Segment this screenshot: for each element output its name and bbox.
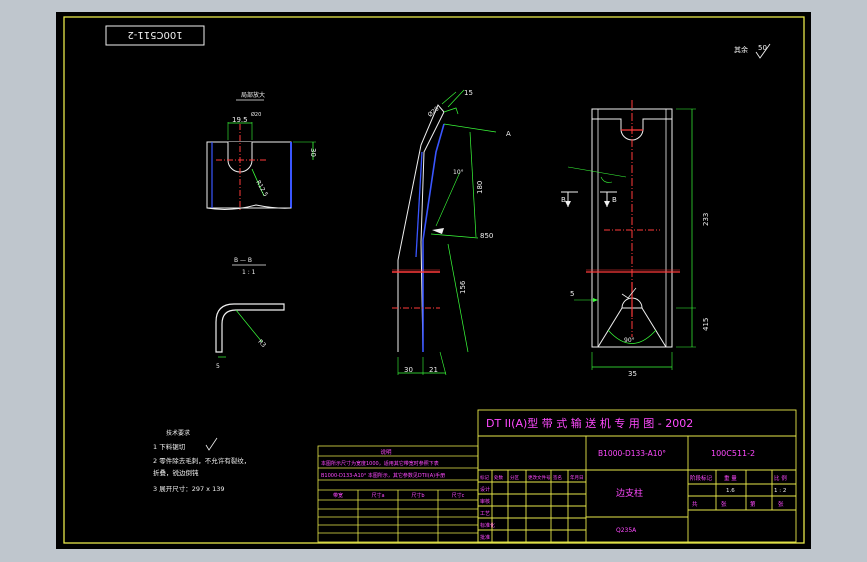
sheet-border (63, 16, 805, 544)
front-view (561, 100, 696, 370)
dim-233: 233 (702, 213, 710, 226)
dim-r20-side: Ø20 (427, 105, 441, 118)
label-b-right: B (612, 196, 617, 204)
roughness-symbol (755, 43, 771, 59)
title-block (477, 409, 797, 543)
part-name: 边支柱 (616, 487, 643, 499)
tech-req-line1: 1 下料锯切 (153, 442, 186, 451)
material: Q235A (616, 527, 637, 534)
side-view (392, 89, 497, 376)
sheet-total: 共 (692, 500, 698, 508)
section-profile (215, 303, 285, 358)
row-label-4: 签名 (553, 474, 562, 481)
detail-view (206, 122, 316, 210)
row-label-5: 年月日 (570, 474, 584, 481)
dim-21: 21 (429, 366, 438, 374)
detail-label: 局部放大 (241, 91, 265, 99)
row-label-1: 处数 (494, 474, 503, 481)
tech-req-line4: 3 展开尺寸：297 x 139 (153, 484, 225, 493)
row-label-2: 分区 (510, 474, 519, 481)
title-spec: B1000-D133-A10° (598, 449, 666, 458)
label-b-left: B (561, 196, 566, 204)
dim-90: 90° (624, 337, 635, 344)
tech-req-line2: 2 零件除去毛刺，不允许有裂纹， (153, 456, 250, 465)
title-main: DT II(A)型 带 式 输 送 机 专 用 图 - 2002 (486, 416, 693, 430)
notes-col-2: 尺寸b (411, 492, 424, 499)
dim-30: 30 (309, 148, 317, 157)
scale-header: 比 例 (774, 474, 787, 482)
tech-req-line3: 折叠，锐边倒钝 (153, 468, 199, 477)
stage-header: 阶段标记 (690, 474, 713, 482)
dim-30-side: 30 (404, 366, 413, 374)
dim-415: 415 (702, 318, 710, 331)
sign-label-3: 标准化 (480, 522, 495, 529)
tech-requirements: 技术要求 1 下料锯切 2 零件除去毛刺，不允许有裂纹， 折叠，锐边倒钝 3 展… (153, 429, 250, 493)
dim-r3: R3 (256, 338, 267, 349)
title-code: 100C511-2 (711, 449, 755, 458)
scale-value: 1 : 2 (774, 488, 786, 494)
label-a: A (506, 130, 511, 138)
row-label-3: 更改文件号 (528, 474, 551, 481)
dim-r50: 850 (480, 232, 493, 240)
dim-angle: 10° (453, 169, 464, 176)
dim-5: 5 (570, 290, 574, 298)
weight-value: 1.6 (726, 488, 735, 494)
section-scale: 1 : 1 (242, 269, 256, 276)
surface-finish-value: 50 (758, 44, 767, 52)
sign-label-1: 审核 (480, 498, 490, 505)
dim-r20: Ø20 (251, 111, 261, 118)
row-label-0: 标记 (480, 474, 489, 481)
sign-label-0: 设计 (480, 486, 490, 493)
dim-r12-5: R12.5 (254, 179, 269, 198)
notes-row1: 本图所示尺寸为宽度1000，适用其它带宽时参照下表 (321, 460, 439, 467)
dim-19-5: 19.5 (232, 116, 248, 124)
surface-finish-note: 其余 (734, 45, 748, 54)
drawing-sheet: 100C511-2 其余 50 局部放大 19.5 Ø20 30 R12.5 B… (63, 16, 805, 544)
drawing-number-mirrored: 100C511-2 (127, 29, 182, 40)
sheet-unit2: 张 (778, 500, 784, 508)
tech-req-title: 技术要求 (166, 429, 190, 437)
notes-title: 说明 (380, 448, 392, 456)
notes-col-0: 带宽 (333, 492, 343, 499)
notes-col-1: 尺寸a (371, 492, 384, 499)
dim-15: 15 (464, 89, 473, 97)
notes-row2: B1000-D133-A10° 本图所示，其它参数见DTII(A)手册 (321, 472, 445, 479)
cad-drawing-canvas[interactable]: 100C511-2 其余 50 局部放大 19.5 Ø20 30 R12.5 B… (56, 12, 811, 549)
dim-5-section: 5 (216, 363, 220, 370)
notes-col-3: 尺寸c (452, 492, 465, 499)
section-label: B — B (234, 257, 252, 264)
sheet-no: 第 (750, 500, 756, 508)
drawing-number-box (105, 25, 205, 46)
sign-label-2: 工艺 (480, 511, 490, 517)
sheet-unit: 张 (721, 500, 727, 508)
dim-180: 180 (476, 181, 484, 194)
sign-label-4: 批准 (480, 534, 490, 541)
weight-header: 重 量 (724, 474, 737, 482)
dim-156: 156 (459, 280, 467, 294)
dim-35: 35 (628, 370, 637, 378)
